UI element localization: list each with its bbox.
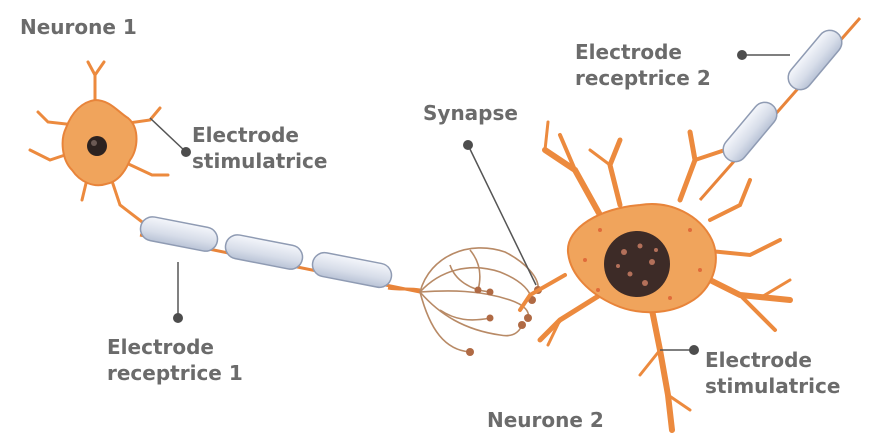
label-line: stimulatrice (705, 373, 840, 399)
label-synapse: Synapse (423, 100, 518, 126)
label-line: Electrode (575, 39, 711, 65)
label-line: stimulatrice (192, 148, 327, 174)
label-electrode-receptrice-2: Electrode receptrice 2 (575, 39, 711, 91)
myelin-sheath (138, 215, 219, 253)
axon-1 (138, 215, 420, 292)
label-electrode-receptrice-1: Electrode receptrice 1 (107, 334, 243, 386)
neuron-2-nucleus (604, 231, 670, 297)
neuron-1 (30, 62, 168, 228)
myelin-sheath (783, 25, 846, 94)
myelin-sheath (223, 233, 304, 271)
label-line: receptrice 1 (107, 360, 243, 386)
axon-terminals (420, 248, 538, 352)
label-line: Electrode (107, 334, 243, 360)
label-neurone-2: Neurone 2 (487, 407, 604, 433)
myelin-sheath (718, 97, 781, 166)
label-electrode-stimulatrice-2: Electrode stimulatrice (705, 347, 840, 399)
neuron-1-nucleus-shine (91, 140, 97, 146)
pointer-electrode-stim-1 (150, 118, 186, 152)
myelin-sheath (310, 251, 393, 290)
label-line: receptrice 2 (575, 65, 711, 91)
label-line: Electrode (192, 122, 327, 148)
label-line: Electrode (705, 347, 840, 373)
label-neurone-1: Neurone 1 (20, 14, 137, 40)
neuron-1-nucleus (87, 136, 107, 156)
label-electrode-stimulatrice-1: Electrode stimulatrice (192, 122, 327, 174)
axon-2 (700, 18, 860, 200)
